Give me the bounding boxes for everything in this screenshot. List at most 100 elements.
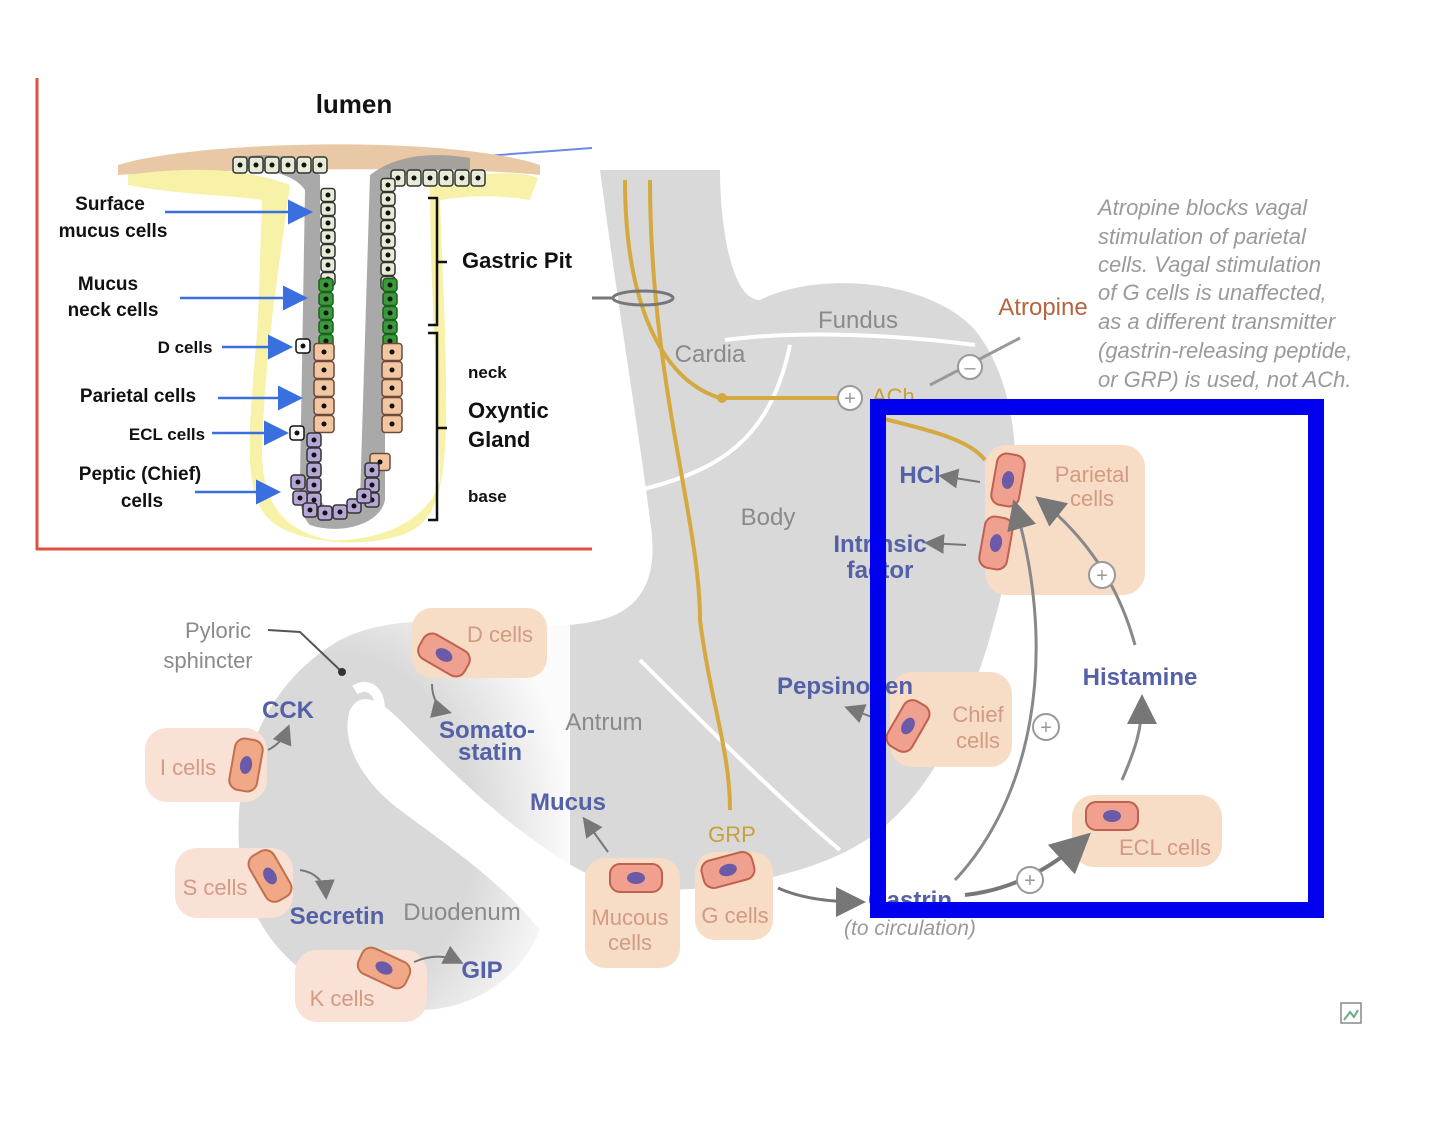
gland-cell-nucleus bbox=[361, 493, 367, 499]
gland-cell-nucleus bbox=[322, 510, 328, 516]
gland-cell-nucleus bbox=[389, 421, 395, 427]
vagus-nerves bbox=[623, 179, 987, 811]
gland-cells bbox=[232, 156, 486, 521]
gland-cell-nucleus bbox=[385, 224, 391, 230]
gland-cell-nucleus bbox=[301, 162, 307, 168]
gland-cell-nucleus bbox=[323, 282, 329, 288]
gland-cell-nucleus bbox=[311, 482, 317, 488]
gland-cell-nucleus bbox=[307, 507, 313, 513]
label-fundus: Fundus bbox=[818, 307, 898, 334]
inset-label-base: base bbox=[468, 487, 507, 506]
plus-circle-gastrin-ecl bbox=[1016, 866, 1044, 894]
arrow-gcells-gastrin bbox=[777, 886, 866, 917]
gland-cell-nucleus bbox=[311, 467, 317, 473]
vagus-bundle-ring bbox=[611, 289, 675, 307]
inset-label-surface-1: Surface bbox=[75, 194, 145, 215]
pyloric-notch bbox=[352, 681, 405, 803]
label-k-cells: K cells bbox=[310, 986, 375, 1011]
gland-cell-nucleus bbox=[285, 162, 291, 168]
pyloric-pointer bbox=[267, 629, 343, 673]
parietal-cell-1 bbox=[990, 452, 1026, 508]
inset-label-ecl: ECL cells bbox=[129, 425, 205, 444]
label-parietal-1: Parietal bbox=[1055, 462, 1130, 487]
label-mucous-2: cells bbox=[608, 930, 652, 955]
gland-cell-nucleus bbox=[323, 310, 329, 316]
gland-cell-nucleus bbox=[295, 479, 301, 485]
gland-cell-nucleus bbox=[385, 182, 391, 188]
gland-cell-nucleus bbox=[369, 482, 375, 488]
label-s-cells: S cells bbox=[183, 875, 248, 900]
label-antrum: Antrum bbox=[565, 709, 642, 736]
label-hcl: HCl bbox=[899, 462, 940, 489]
arrow-ecl-histamine bbox=[1120, 694, 1157, 781]
plus-sign-ach: + bbox=[844, 388, 856, 410]
inset-label-gastric-pit: Gastric Pit bbox=[462, 248, 573, 273]
broken-image-icon bbox=[1340, 1002, 1362, 1024]
arrow-to-intrinsic bbox=[924, 533, 967, 554]
gland-cell-nucleus bbox=[459, 175, 465, 181]
g-cell bbox=[700, 850, 756, 890]
gland-cell-nucleus bbox=[385, 266, 391, 272]
gland-cell-nucleus bbox=[325, 192, 331, 198]
s-cell bbox=[247, 849, 293, 903]
svg-text:of G cells is unaffected,: of G cells is unaffected, bbox=[1098, 280, 1327, 305]
nerve-terminal-cardia bbox=[717, 393, 727, 403]
label-histamine: Histamine bbox=[1083, 664, 1198, 691]
label-i-cells: I cells bbox=[160, 755, 216, 780]
bracket-oxyntic bbox=[428, 331, 447, 522]
plus-circle-histamine bbox=[1088, 561, 1116, 589]
inset-label-lumen: lumen bbox=[316, 89, 393, 119]
gland-cell-nucleus bbox=[323, 338, 329, 344]
label-atropine: Atropine bbox=[998, 294, 1087, 321]
chief-cells-box bbox=[890, 672, 1012, 767]
minus-circle bbox=[957, 354, 983, 380]
svg-text:cells. Vagal stimulation: cells. Vagal stimulation bbox=[1098, 252, 1321, 277]
gland-cell-nucleus bbox=[237, 162, 243, 168]
label-secretin: Secretin bbox=[290, 903, 385, 930]
inset-label-peptic-1: Peptic (Chief) bbox=[79, 464, 201, 485]
plus-circle-ach bbox=[837, 385, 863, 411]
gland-cell-nucleus bbox=[321, 421, 327, 427]
gland-cell-nucleus bbox=[325, 262, 331, 268]
gland-cell-nucleus bbox=[443, 175, 449, 181]
inset-label-oxyntic-1: Oxyntic bbox=[468, 398, 549, 423]
label-chief-1: Chief bbox=[952, 702, 1004, 727]
parietal-cell-2 bbox=[978, 515, 1014, 571]
gland-cell-nucleus bbox=[389, 385, 395, 391]
chief-cell bbox=[885, 699, 931, 753]
i-cell bbox=[228, 737, 264, 793]
gland-cell-nucleus bbox=[411, 175, 417, 181]
svg-text:or GRP) is used, not ACh.: or GRP) is used, not ACh. bbox=[1098, 367, 1352, 392]
highlight-box bbox=[870, 399, 1324, 918]
arrow-to-gip bbox=[413, 945, 464, 964]
svg-text:(gastrin-releasing peptide,: (gastrin-releasing peptide, bbox=[1098, 338, 1352, 363]
inset-label-parietal: Parietal cells bbox=[80, 386, 196, 407]
arrow-to-hcl bbox=[938, 468, 981, 489]
gland-cell-nucleus bbox=[323, 296, 329, 302]
bracket-gastric-pit bbox=[428, 196, 447, 327]
label-gip: GIP bbox=[461, 957, 502, 984]
gland-cell-nucleus bbox=[321, 403, 327, 409]
label-mucus: Mucus bbox=[530, 789, 606, 816]
label-g-cells: G cells bbox=[701, 903, 768, 928]
gland-cell-nucleus bbox=[389, 349, 395, 355]
gland-cell-nucleus bbox=[297, 495, 303, 501]
label-mucous-1: Mucous bbox=[591, 905, 668, 930]
gland-cell-nucleus bbox=[311, 437, 317, 443]
gland-cell-nucleus bbox=[300, 343, 306, 349]
gland-cell-nucleus bbox=[427, 175, 433, 181]
inset-label-mucus-1: Mucus bbox=[78, 274, 138, 295]
gland-cell-nucleus bbox=[351, 503, 357, 509]
gland-cell-nucleus bbox=[389, 403, 395, 409]
plus-sign-gastrin-parietal: + bbox=[1040, 717, 1052, 739]
gland-cell-nucleus bbox=[387, 324, 393, 330]
gland-cell-nucleus bbox=[389, 367, 395, 373]
mucous-cell bbox=[609, 863, 663, 893]
antrum-divider bbox=[638, 658, 842, 852]
inset-label-d-cells: D cells bbox=[158, 338, 213, 357]
gland-cell-nucleus bbox=[325, 234, 331, 240]
gland-cell-nucleus bbox=[385, 210, 391, 216]
label-chief-2: cells bbox=[956, 728, 1000, 753]
label-parietal-2: cells bbox=[1070, 486, 1114, 511]
gland-cell-nucleus bbox=[387, 282, 393, 288]
